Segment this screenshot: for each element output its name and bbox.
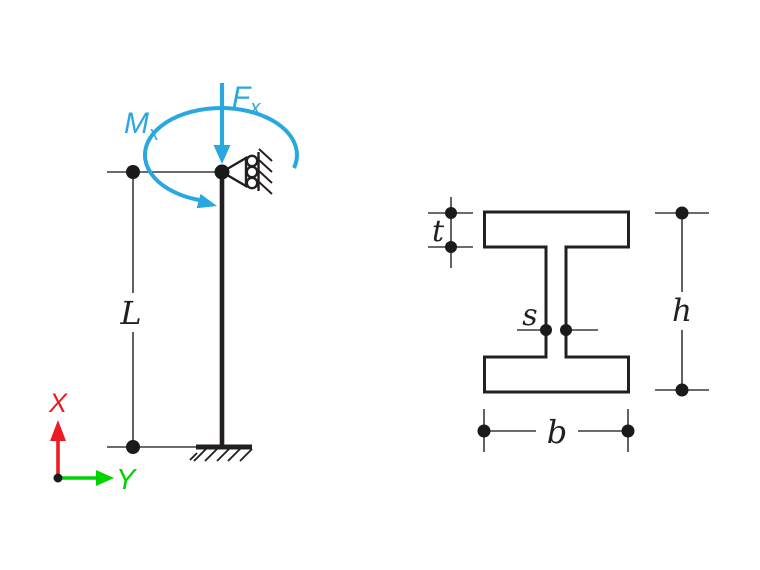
label-Mx: Mx (124, 107, 160, 145)
label-L: L (119, 294, 141, 332)
label-h: h (672, 293, 692, 329)
moment-arrowhead (196, 193, 217, 209)
label-s: s (522, 298, 537, 333)
moment-mx-arc: Mx (124, 106, 299, 209)
label-Fx: Fx (232, 81, 261, 119)
dim-t: t (428, 197, 473, 268)
coordinate-axes: X Y (48, 388, 138, 496)
origin-dot (53, 473, 63, 483)
dim-dot (126, 440, 140, 454)
label-t: t (432, 214, 445, 249)
label-X: X (48, 388, 68, 418)
x-axis-arrow: X (48, 388, 68, 476)
label-Y: Y (116, 464, 138, 496)
dim-dot (126, 165, 140, 179)
dim-s: s (517, 298, 598, 336)
force-fx-arrow: Fx (213, 81, 261, 164)
dim-b: b (477, 409, 635, 452)
y-axis-arrow: Y (60, 464, 138, 496)
top-node-dot (214, 164, 230, 180)
roller-support (219, 148, 273, 195)
length-dimension: L (107, 165, 222, 454)
dim-h: h (655, 206, 709, 397)
i-section-diagram: t s h b (428, 197, 709, 452)
force-arrowhead (213, 145, 231, 164)
column-diagram: L (48, 81, 299, 496)
label-b: b (547, 413, 567, 451)
fixed-base-support (189, 444, 253, 462)
i-section-outline (483, 210, 630, 394)
